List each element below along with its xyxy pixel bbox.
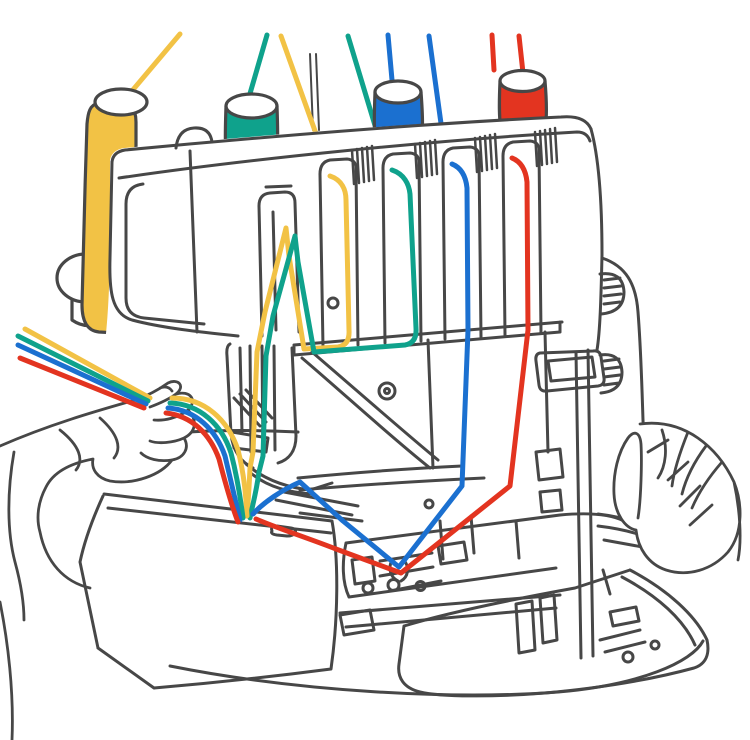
red-thread-path (253, 155, 531, 576)
blue-spool-rim (373, 79, 423, 105)
teal-fan (15, 333, 151, 404)
side-knobs (598, 272, 626, 395)
yellow-thread-path (244, 173, 352, 519)
presser-foot (244, 462, 364, 523)
red-spool-rim (498, 68, 547, 94)
face-screw (326, 296, 340, 310)
tension-channels (318, 139, 543, 349)
red-fan (17, 355, 147, 411)
column (574, 348, 612, 660)
left-hand-fill (0, 381, 195, 740)
right-hand-lines (612, 421, 742, 575)
thread-fan (15, 326, 153, 411)
blue-thread-path (250, 161, 471, 570)
teal-thread-path (247, 167, 419, 521)
blue-bundle (165, 405, 243, 523)
left-face (108, 149, 240, 338)
machine-body-fill (89, 115, 708, 701)
looper-guides (361, 498, 435, 595)
yellow-fan (22, 326, 153, 401)
right-hand (612, 421, 742, 575)
yellow-thread-upper (123, 31, 322, 145)
top-band (110, 115, 593, 180)
tension-dials (350, 126, 559, 186)
teal-bundle (167, 400, 246, 521)
yellow-bundle (169, 395, 250, 519)
blue-fan (15, 342, 149, 407)
teal-spool-rim (224, 92, 279, 120)
base-bottom (168, 639, 705, 697)
blue-thread-upper (385, 32, 446, 141)
carry-handle-bump (174, 126, 214, 150)
thread-bundle (163, 395, 250, 525)
face-dial-screw (377, 381, 397, 401)
right-hand-fill (613, 423, 741, 573)
panel-seams (300, 330, 565, 514)
red-bundle (163, 410, 241, 525)
yellow-spool-rim (93, 87, 149, 117)
